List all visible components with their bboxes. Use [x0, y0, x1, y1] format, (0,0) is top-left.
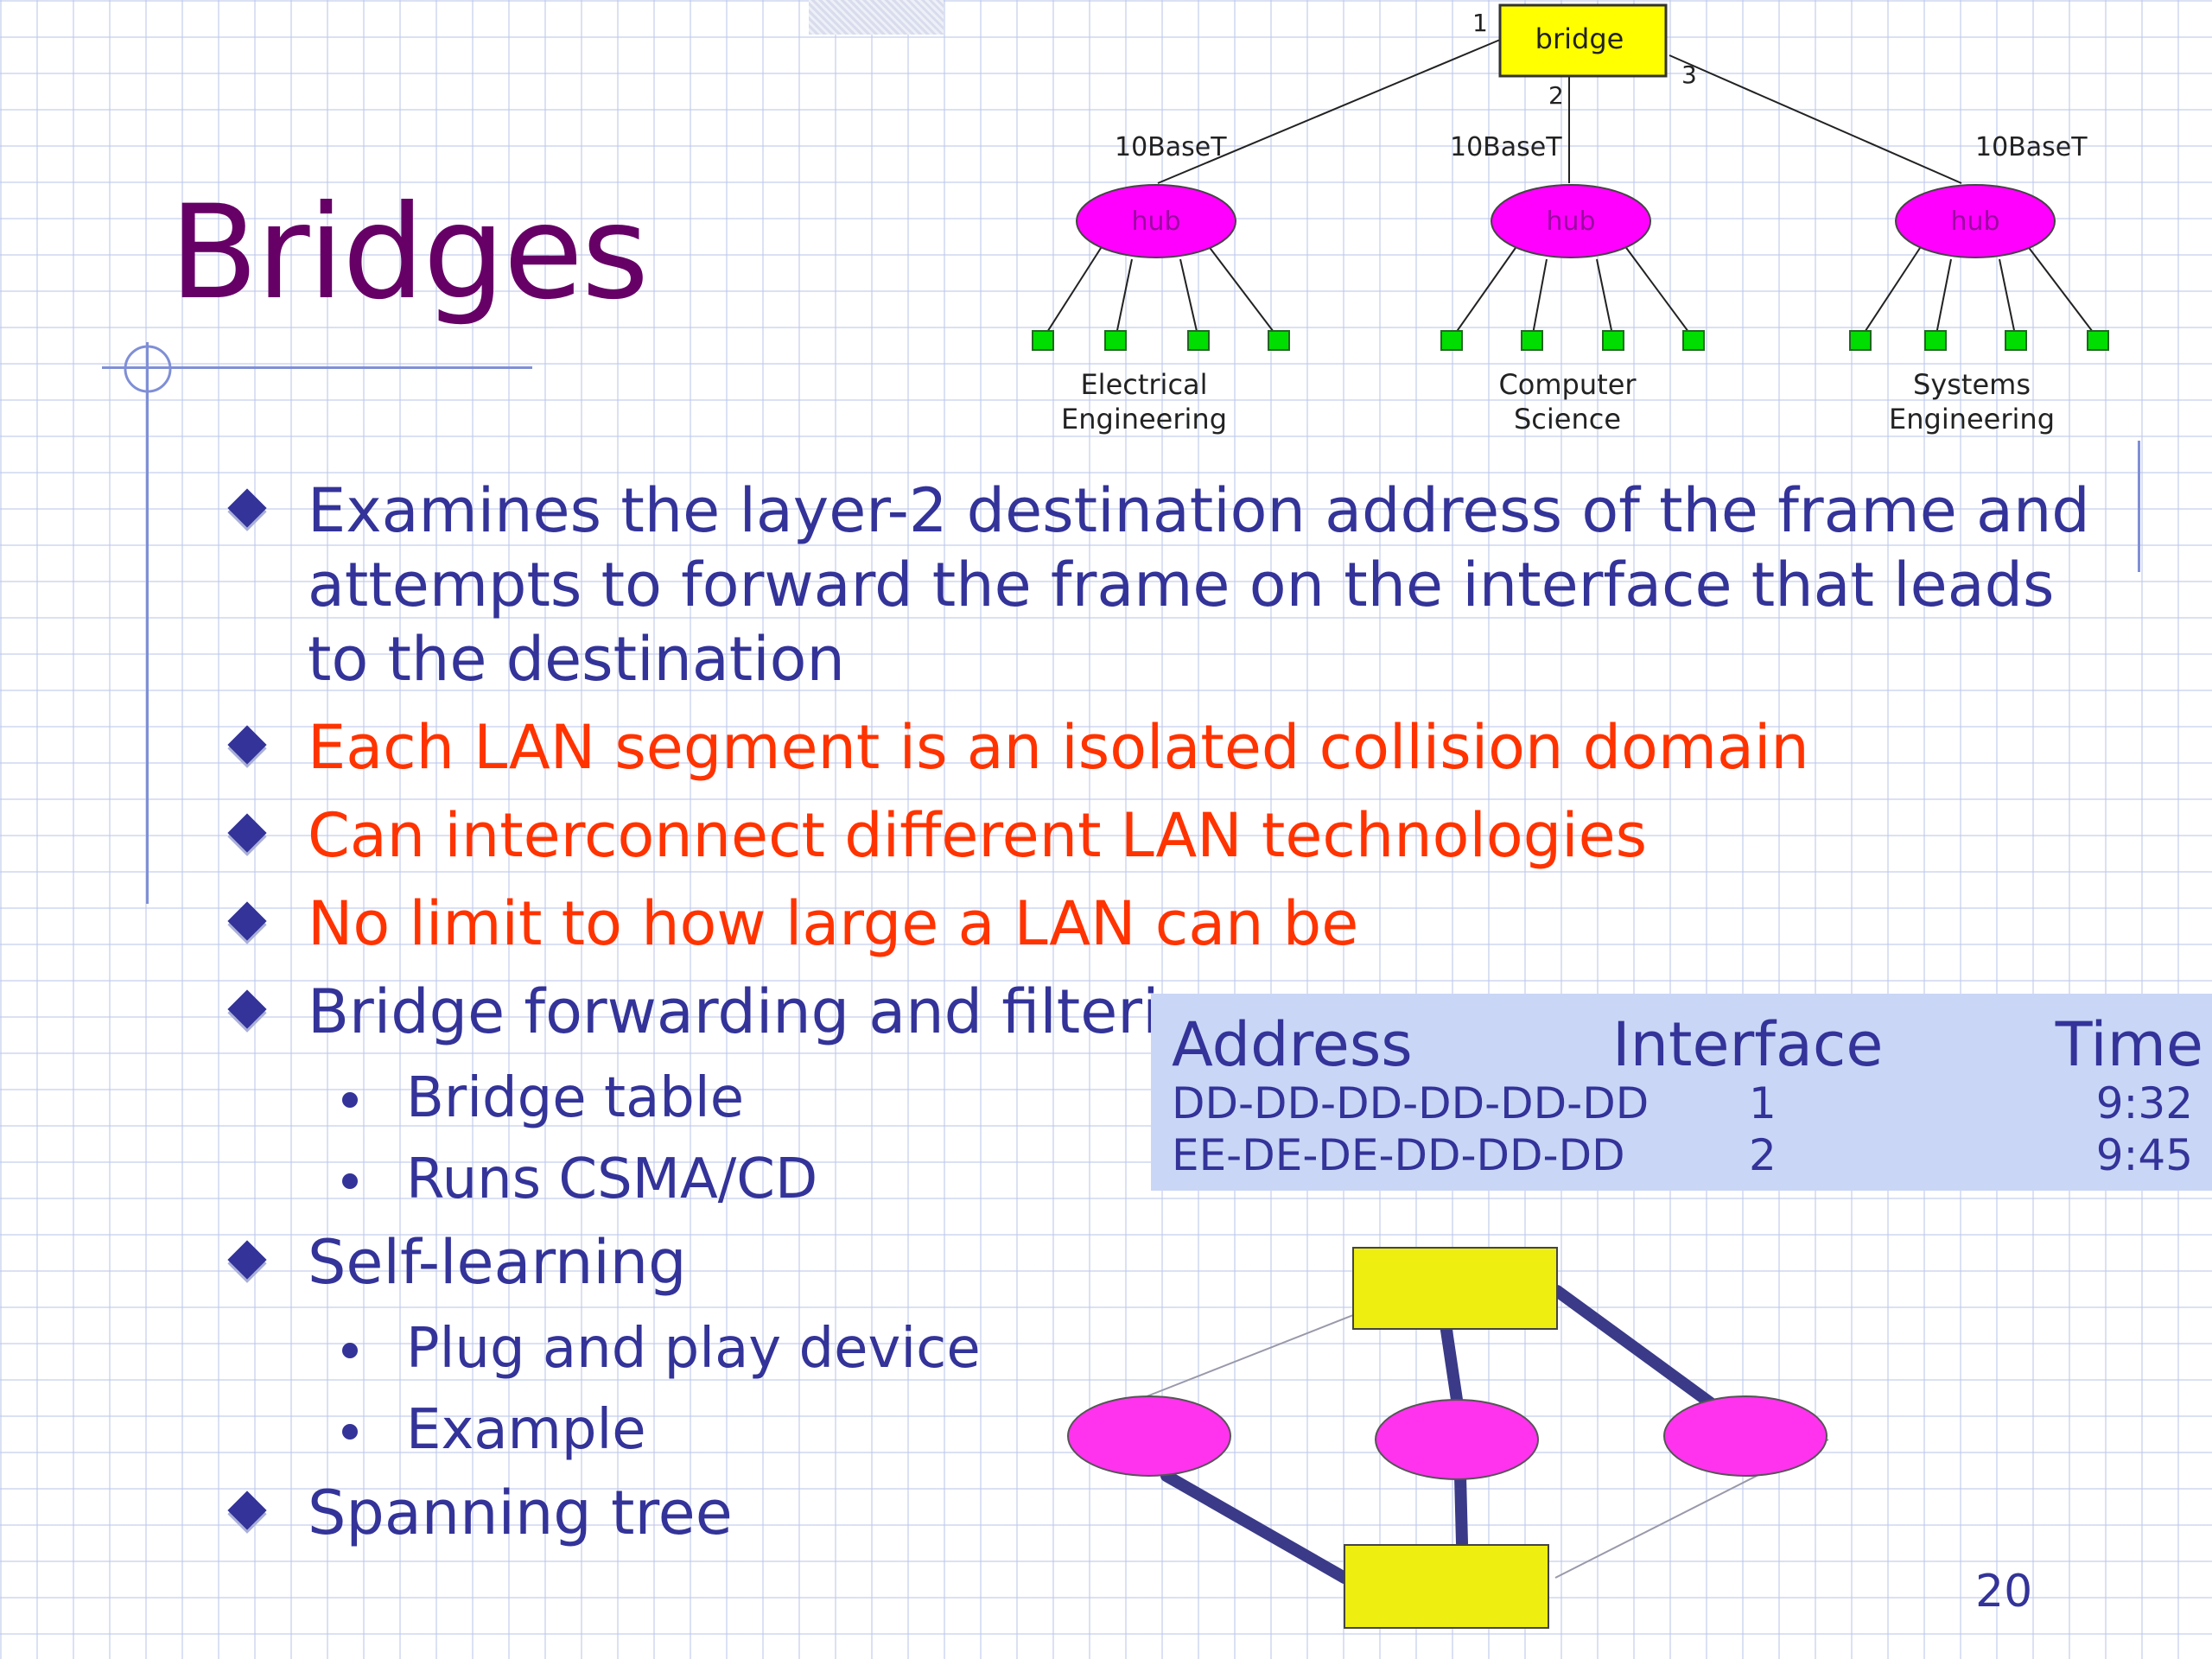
title-underline [102, 366, 532, 369]
diamond-bullet-icon [227, 1491, 267, 1530]
host [1187, 330, 1210, 351]
hub-ee-label: hub [1131, 207, 1180, 237]
diamond-bullet-icon [227, 488, 267, 528]
thin-link [1133, 1314, 1354, 1402]
diamond-bullet-icon [227, 901, 267, 941]
host [1924, 330, 1947, 351]
link-label-3: 10BaseT [1975, 132, 2088, 162]
port-3-label: 3 [1681, 60, 1697, 89]
host [1849, 330, 1872, 351]
header-time: Time [2055, 1009, 2203, 1080]
diamond-bullet-icon [227, 1240, 267, 1280]
host [2087, 330, 2109, 351]
port-2-label: 2 [1548, 81, 1564, 110]
host [1682, 330, 1705, 351]
dept-se-line2: Engineering [1889, 403, 2055, 435]
hub-ee [1076, 184, 1236, 258]
diamond-bullet-icon [227, 725, 267, 765]
bridge-box [1498, 3, 1668, 78]
row2-interface: 2 [1749, 1130, 1777, 1180]
bridge-topology-diagram: bridge 1 2 3 10BaseT 10BaseT 10BaseT hub… [1032, 3, 2109, 435]
sub-bullet-example: Example [225, 1395, 2126, 1465]
bullet-list: Examines the layer-2 destination address… [225, 474, 2126, 1564]
lan-right [1663, 1395, 1827, 1477]
link-label-1: 10BaseT [1115, 132, 1227, 162]
dept-ee-line2: Engineering [1061, 403, 1227, 435]
header-address: Address [1172, 1009, 1413, 1080]
tree-link [1439, 1313, 1463, 1406]
title-texture-strip [809, 0, 944, 35]
hub-cs [1491, 184, 1651, 258]
tree-links [1160, 1285, 1717, 1584]
host [1032, 330, 1054, 351]
crosshair-ornament [124, 345, 172, 393]
dot-bullet-icon [342, 1343, 358, 1358]
bullet-no-limit: No limit to how large a LAN can be [225, 887, 2126, 961]
host-group [1032, 330, 2109, 351]
right-vertical-rule [2138, 441, 2140, 572]
host [1602, 330, 1624, 351]
link-label-2: 10BaseT [1450, 132, 1562, 162]
dept-ee-line1: Electrical [1080, 368, 1207, 401]
diamond-bullet-icon [227, 813, 267, 853]
host [1521, 330, 1543, 351]
bridge-label: bridge [1535, 22, 1624, 55]
sub-bullet-bridge-table: Bridge table [225, 1063, 2126, 1134]
hub-se [1895, 184, 2056, 258]
diamond-bullet-icon [227, 989, 267, 1029]
hub-se-label: hub [1950, 207, 1999, 237]
lan-left [1067, 1395, 1231, 1477]
host [2005, 330, 2027, 351]
slide-title: Bridges [169, 178, 649, 328]
host [1268, 330, 1290, 351]
bullet-spanning-tree: Spanning tree [225, 1476, 2126, 1550]
spanning-tree-diagram [1067, 1247, 1829, 1629]
bridge-box-top [1352, 1247, 1558, 1330]
host [1104, 330, 1127, 351]
lan-middle [1375, 1399, 1539, 1480]
left-vertical-rule [146, 342, 149, 904]
bridge-box-bottom [1344, 1544, 1549, 1629]
row2-time: 9:45 [2095, 1130, 2193, 1180]
dot-bullet-icon [342, 1092, 358, 1108]
dept-cs-line1: Computer [1498, 368, 1637, 401]
host [1440, 330, 1463, 351]
bullet-forwarding: Bridge forwarding and filtering [225, 975, 2126, 1049]
tree-link [1454, 1470, 1468, 1549]
sub-bullet-csma: Runs CSMA/CD [225, 1144, 2126, 1215]
bullet-interconnect: Can interconnect different LAN technolog… [225, 798, 2126, 873]
bullet-self-learning: Self-learning [225, 1225, 2126, 1300]
row2-address: EE-DE-DE-DD-DD-DD [1172, 1130, 1625, 1180]
row1-time: 9:32 [2095, 1078, 2193, 1128]
link-port3 [1669, 54, 1962, 184]
bullet-examines: Examines the layer-2 destination address… [225, 474, 2126, 696]
link-port1 [1157, 39, 1501, 184]
row1-address: DD-DD-DD-DD-DD-DD [1172, 1078, 1649, 1128]
header-interface: Interface [1612, 1009, 1884, 1080]
dept-cs-line2: Science [1514, 403, 1621, 435]
row1-interface: 1 [1749, 1078, 1777, 1128]
dept-se-line1: Systems [1913, 368, 2031, 401]
page-number: 20 [1975, 1566, 2033, 1618]
bullet-collision-domain: Each LAN segment is an isolated collisio… [225, 710, 2126, 785]
bridge-table: Address Interface Time DD-DD-DD-DD-DD-DD… [1151, 994, 2212, 1191]
port-1-label: 1 [1472, 9, 1488, 37]
hub-cs-label: hub [1546, 207, 1595, 237]
sub-bullet-plug-and-play: Plug and play device [225, 1313, 2126, 1384]
tree-link [1551, 1285, 1717, 1409]
dot-bullet-icon [342, 1424, 358, 1440]
dot-bullet-icon [342, 1173, 358, 1189]
tree-link [1160, 1470, 1351, 1584]
